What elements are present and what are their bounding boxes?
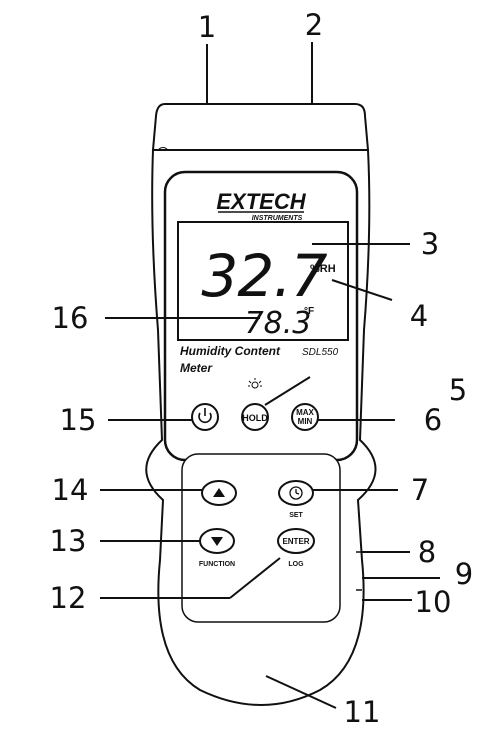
function-label: FUNCTION	[199, 561, 235, 568]
hold-button[interactable]: HOLD	[241, 403, 269, 431]
callout-11: 11	[344, 695, 381, 729]
callout-1: 1	[198, 10, 216, 44]
secondary-reading: 78.3	[245, 306, 312, 341]
leader-lines	[100, 42, 440, 709]
brand-logo: EXTECH	[216, 189, 306, 214]
callout-4: 4	[410, 299, 428, 333]
callout-13: 13	[50, 524, 87, 558]
clock-icon	[289, 486, 303, 500]
up-arrow-icon	[213, 488, 225, 497]
brand-subtitle: INSTRUMENTS	[252, 215, 303, 222]
lcd-screen	[177, 221, 349, 341]
callout-7: 7	[411, 473, 429, 507]
callout-9: 9	[455, 557, 473, 591]
enter-button[interactable]: ENTER	[277, 528, 315, 554]
primary-reading: 32.7	[201, 242, 327, 310]
set-button[interactable]	[278, 480, 314, 506]
log-label: LOG	[288, 561, 304, 568]
callout-2: 2	[305, 8, 323, 42]
enter-label: ENTER	[282, 537, 309, 546]
product-name-line1: Humidity Content	[180, 344, 281, 358]
down-arrow-icon	[211, 537, 223, 546]
callout-15: 15	[60, 403, 97, 437]
callout-16: 16	[52, 301, 89, 335]
model-number: SDL550	[302, 347, 339, 358]
secondary-unit: °F	[304, 306, 314, 317]
callout-5: 5	[449, 373, 467, 407]
set-label: SET	[289, 512, 303, 519]
callout-12: 12	[50, 581, 87, 615]
callout-3: 3	[421, 227, 439, 261]
product-name-line2: Meter	[180, 361, 213, 375]
power-icon	[198, 408, 212, 424]
callout-14: 14	[52, 473, 89, 507]
max-min-button[interactable]: MAX MIN	[291, 403, 319, 431]
down-button[interactable]	[199, 528, 235, 554]
up-button[interactable]	[201, 480, 237, 506]
min-label: MIN	[298, 417, 313, 426]
power-button[interactable]	[191, 403, 219, 431]
callout-8: 8	[418, 535, 436, 569]
callout-10: 10	[415, 585, 452, 619]
max-label: MAX	[296, 408, 314, 417]
primary-unit: %RH	[310, 263, 336, 275]
callout-6: 6	[424, 403, 442, 437]
hold-button-label: HOLD	[242, 413, 268, 423]
backlight-icon	[248, 378, 262, 389]
